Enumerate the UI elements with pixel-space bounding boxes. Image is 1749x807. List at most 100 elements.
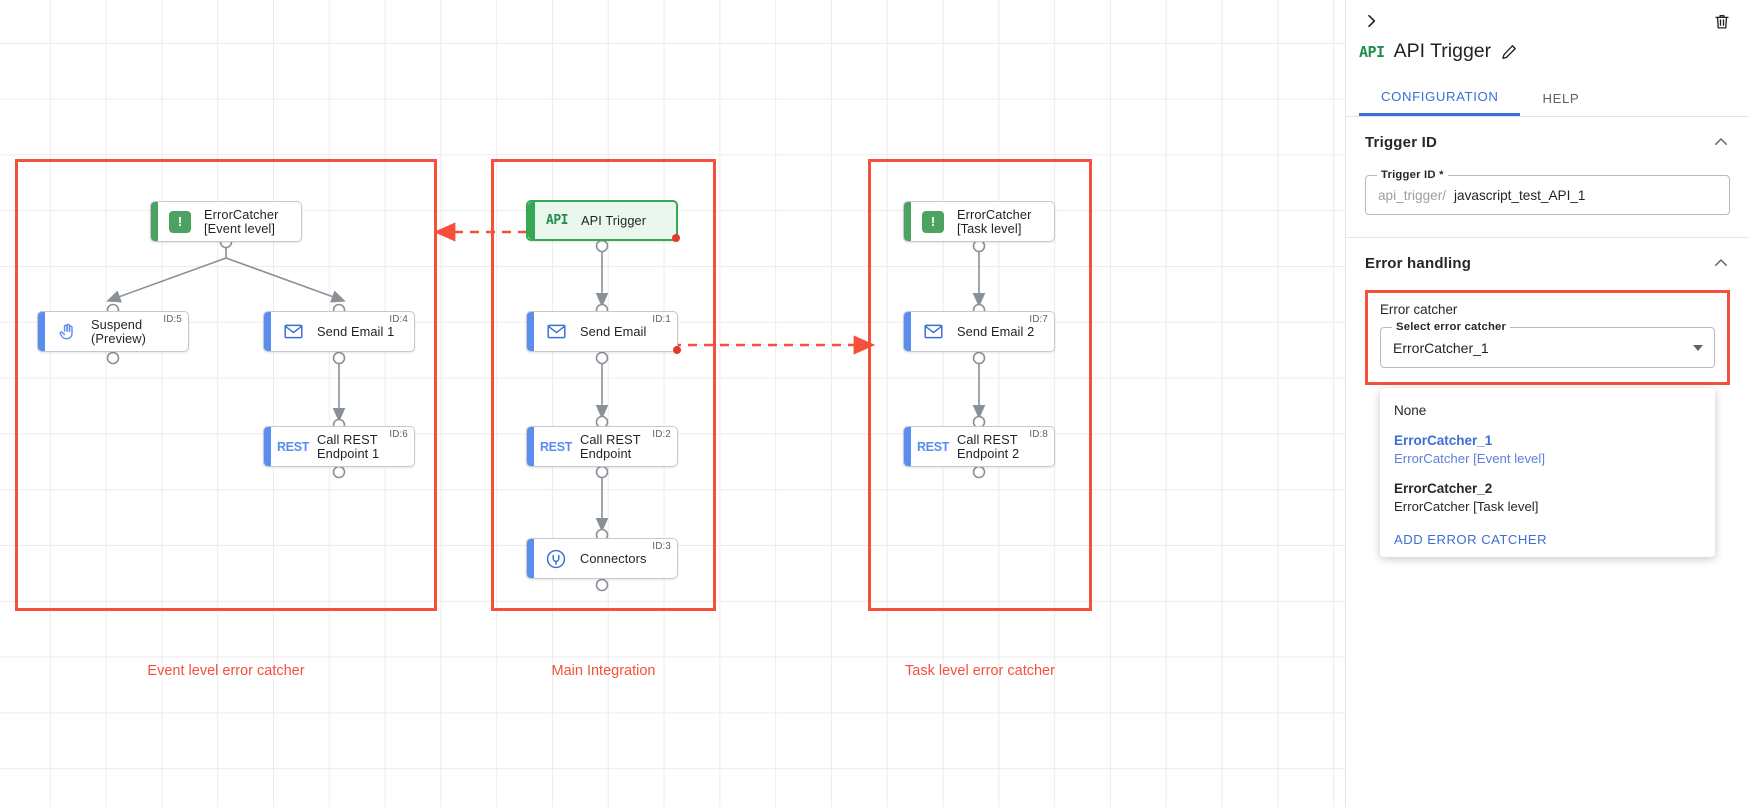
task-level-group[interactable] — [868, 159, 1092, 611]
node-title: ErrorCatcher [Event level] — [204, 207, 279, 236]
menu-item-primary: ErrorCatcher_2 — [1394, 481, 1493, 496]
section-trigger-id: Trigger ID Trigger ID * api_trigger/ jav… — [1346, 117, 1749, 238]
node-accent-bar — [528, 202, 535, 239]
trigger-id-field-label: Trigger ID * — [1377, 169, 1448, 181]
node-id-badge: ID:4 — [389, 314, 408, 325]
error-catcher-label: Error catcher — [1380, 302, 1458, 317]
node-accent-bar — [527, 312, 534, 351]
node-title: Call REST Endpoint 1 — [317, 432, 380, 461]
node-suspend[interactable]: Suspend (Preview) ID:5 — [37, 311, 189, 352]
pencil-icon[interactable] — [1500, 43, 1518, 61]
node-send-email[interactable]: Send Email ID:1 — [526, 311, 681, 354]
trash-icon[interactable] — [1709, 8, 1735, 34]
section-error-handling-header[interactable]: Error handling — [1365, 238, 1730, 288]
node-title: Suspend (Preview) — [91, 317, 146, 346]
section-error-handling: Error handling Error catcher Select erro… — [1346, 238, 1749, 557]
node-call-rest-endpoint-1[interactable]: REST Call REST Endpoint 1 ID:6 — [263, 426, 415, 467]
section-trigger-id-header[interactable]: Trigger ID — [1365, 117, 1730, 167]
add-error-catcher-button[interactable]: ADD ERROR CATCHER — [1394, 532, 1548, 547]
api-icon: API — [1359, 42, 1385, 61]
node-accent-bar — [151, 202, 158, 241]
select-error-catcher[interactable]: Select error catcher ErrorCatcher_1 — [1380, 321, 1715, 368]
envelope-icon — [542, 318, 570, 346]
node-title: ErrorCatcher [Task level] — [957, 207, 1032, 236]
menu-item-secondary: ErrorCatcher [Event level] — [1394, 451, 1545, 466]
select-error-catcher-value: ErrorCatcher_1 — [1393, 339, 1489, 356]
main-integration-group[interactable] — [491, 159, 716, 611]
node-id-badge: ID:6 — [389, 429, 408, 440]
error-catcher-dropdown-menu[interactable]: None ErrorCatcher_1 ErrorCatcher [Event … — [1380, 388, 1715, 557]
node-accent-bar — [527, 427, 534, 466]
page-title: API Trigger — [1393, 40, 1492, 62]
main-integration-group-label: Main Integration — [551, 663, 656, 679]
envelope-icon — [919, 318, 947, 346]
select-error-catcher-label: Select error catcher — [1392, 321, 1511, 333]
node-title: Connectors — [580, 550, 647, 566]
node-api-trigger[interactable]: API API Trigger — [526, 200, 680, 242]
tab-configuration[interactable]: CONFIGURATION — [1359, 80, 1521, 116]
node-id-badge: ID:8 — [1029, 429, 1048, 440]
node-error-indicator — [672, 234, 680, 242]
node-id-badge: ID:1 — [652, 314, 671, 325]
menu-item-error-catcher-2[interactable]: ErrorCatcher_2 ErrorCatcher [Task level] — [1380, 474, 1715, 522]
node-send-email-1[interactable]: Send Email 1 ID:4 — [263, 311, 415, 352]
menu-item-secondary: ErrorCatcher [Task level] — [1394, 499, 1539, 514]
node-title: Send Email 1 — [317, 323, 395, 339]
node-title: API Trigger — [581, 212, 647, 228]
node-id-badge: ID:7 — [1029, 314, 1048, 325]
node-id-badge: ID:2 — [652, 429, 671, 440]
tab-help[interactable]: HELP — [1542, 90, 1580, 106]
section-error-handling-title: Error handling — [1365, 254, 1472, 272]
node-error-indicator — [673, 346, 681, 354]
node-connectors[interactable]: Connectors ID:3 — [526, 538, 678, 579]
panel-title-row: API API Trigger — [1359, 40, 1518, 63]
node-accent-bar — [904, 202, 911, 241]
node-id-badge: ID:3 — [652, 541, 671, 552]
node-accent-bar — [904, 427, 911, 466]
rest-icon: REST — [916, 439, 950, 454]
node-accent-bar — [527, 539, 534, 578]
hand-icon — [53, 318, 81, 346]
panel-tabs: CONFIGURATION HELP — [1346, 80, 1749, 117]
node-title: Send Email 2 — [957, 323, 1035, 339]
node-call-rest-endpoint-2[interactable]: REST Call REST Endpoint 2 ID:8 — [903, 426, 1055, 467]
node-title: Send Email — [580, 323, 647, 339]
chevron-up-icon[interactable] — [1712, 254, 1730, 272]
node-id-badge: ID:5 — [163, 314, 182, 325]
node-title: Call REST Endpoint — [580, 432, 641, 461]
trigger-id-input[interactable]: javascript_test_API_1 — [1454, 187, 1586, 203]
trigger-id-prefix: api_trigger/ — [1378, 187, 1447, 203]
node-accent-bar — [264, 427, 271, 466]
event-level-group[interactable] — [15, 159, 437, 611]
panel-header: API API Trigger — [1346, 0, 1749, 80]
menu-item-primary: None — [1394, 403, 1427, 418]
chevron-right-icon[interactable] — [1356, 6, 1386, 36]
node-error-catcher-event-level[interactable]: ! ErrorCatcher [Event level] — [150, 201, 302, 242]
rest-icon: REST — [276, 439, 310, 454]
node-send-email-2[interactable]: Send Email 2 ID:7 — [903, 311, 1055, 352]
node-title: Call REST Endpoint 2 — [957, 432, 1020, 461]
node-accent-bar — [264, 312, 271, 351]
error-catcher-highlight-box: Error catcher Select error catcher Error… — [1365, 290, 1730, 557]
connectors-icon — [542, 545, 570, 573]
menu-item-error-catcher-1[interactable]: ErrorCatcher_1 ErrorCatcher [Event level… — [1380, 426, 1715, 474]
chevron-up-icon[interactable] — [1712, 133, 1730, 151]
event-level-group-label: Event level error catcher — [147, 663, 305, 679]
menu-item-none[interactable]: None — [1380, 396, 1715, 426]
error-catcher-icon: ! — [166, 208, 194, 236]
properties-panel: API API Trigger CONFIGURATION HELP Trigg… — [1345, 0, 1749, 807]
workflow-canvas[interactable]: Event level error catcher Main Integrati… — [0, 0, 1345, 807]
trigger-id-field[interactable]: Trigger ID * api_trigger/ javascript_tes… — [1365, 169, 1730, 215]
rest-icon: REST — [539, 439, 573, 454]
section-trigger-id-title: Trigger ID — [1365, 133, 1438, 151]
node-accent-bar — [38, 312, 45, 351]
node-error-catcher-task-level[interactable]: ! ErrorCatcher [Task level] — [903, 201, 1055, 242]
envelope-icon — [279, 318, 307, 346]
node-call-rest-endpoint[interactable]: REST Call REST Endpoint ID:2 — [526, 426, 678, 467]
menu-item-primary: ErrorCatcher_1 — [1394, 433, 1493, 448]
chevron-down-icon[interactable] — [1693, 344, 1703, 351]
api-icon: API — [546, 213, 568, 228]
task-level-group-label: Task level error catcher — [905, 663, 1055, 679]
node-accent-bar — [904, 312, 911, 351]
